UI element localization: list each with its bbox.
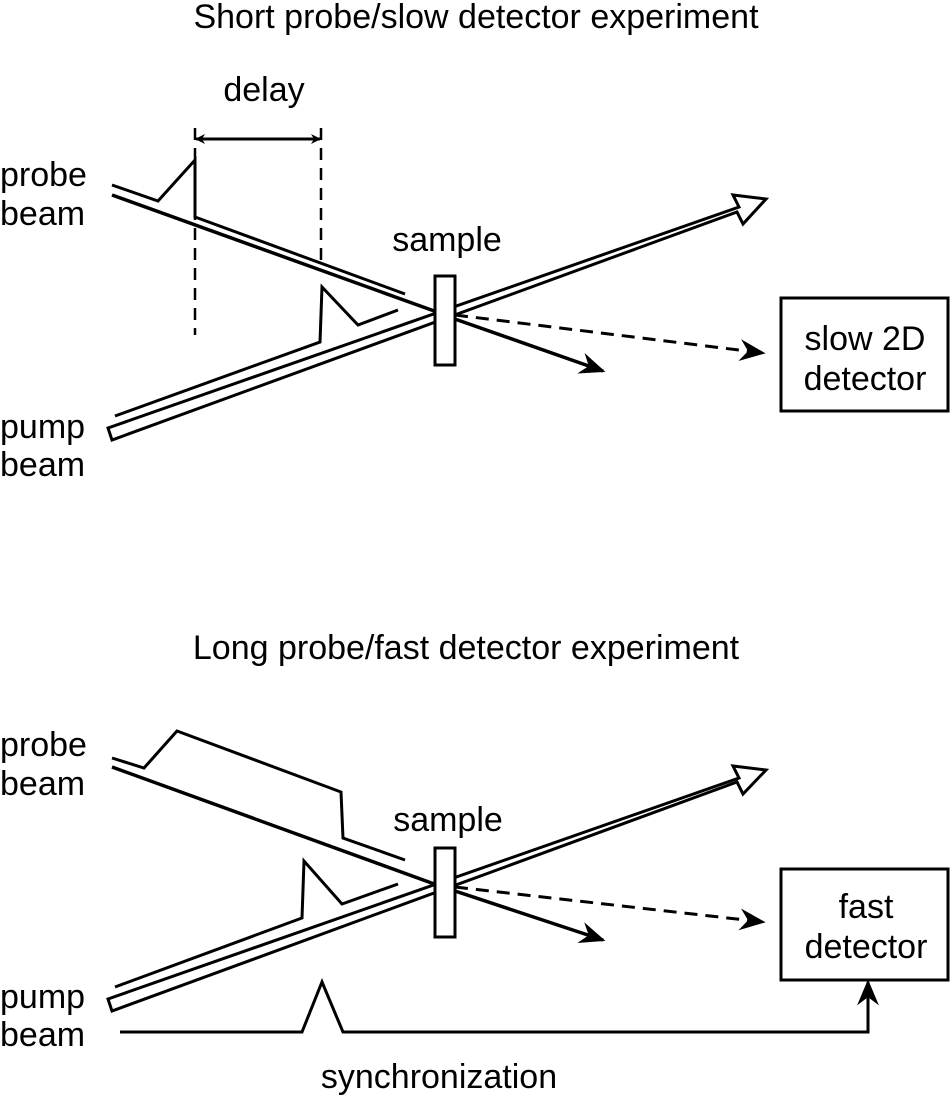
top-pump-label-line2: beam bbox=[0, 446, 85, 484]
top-detector-label-line1: slow 2D bbox=[805, 320, 926, 358]
bottom-sample-label: sample bbox=[393, 801, 503, 839]
top-sample-label: sample bbox=[392, 221, 502, 259]
synchronization-label: synchronization bbox=[321, 1058, 557, 1096]
bottom-probe-label-line1: probe bbox=[0, 726, 87, 764]
bottom-pump-label-line2: beam bbox=[0, 1016, 85, 1054]
bottom-sample bbox=[433, 846, 457, 939]
bottom-detector-label-line1: fast bbox=[839, 888, 894, 926]
top-probe-beam bbox=[111, 193, 606, 374]
top-pump-label-line1: pump bbox=[0, 408, 85, 446]
bottom-detector-label-line2: detector bbox=[805, 928, 928, 966]
bottom-probe-beam bbox=[111, 765, 606, 944]
delay-label: delay bbox=[223, 71, 304, 109]
top-sample bbox=[433, 274, 457, 367]
synchronization-line bbox=[120, 978, 879, 1034]
top-title: Short probe/slow detector experiment bbox=[193, 0, 759, 36]
top-signal-arrow bbox=[454, 313, 766, 361]
top-panel: Short probe/slow detector experiment del… bbox=[0, 0, 950, 484]
top-pump-pulse bbox=[114, 283, 399, 418]
bottom-signal-arrow bbox=[454, 885, 766, 931]
top-probe-pulse bbox=[111, 156, 406, 296]
top-detector-label-line2: detector bbox=[804, 360, 927, 398]
bottom-probe-label-line2: beam bbox=[0, 765, 85, 803]
bottom-probe-pulse bbox=[111, 729, 406, 862]
bottom-pump-label-line1: pump bbox=[0, 978, 85, 1016]
bottom-title: Long probe/fast detector experiment bbox=[193, 629, 740, 667]
top-probe-label-line2: beam bbox=[0, 195, 85, 233]
top-probe-label-line1: probe bbox=[0, 156, 87, 194]
bottom-pump-pulse bbox=[114, 857, 399, 989]
top-detector-box bbox=[779, 296, 950, 413]
bottom-panel: Long probe/fast detector experiment prob… bbox=[0, 629, 950, 1096]
